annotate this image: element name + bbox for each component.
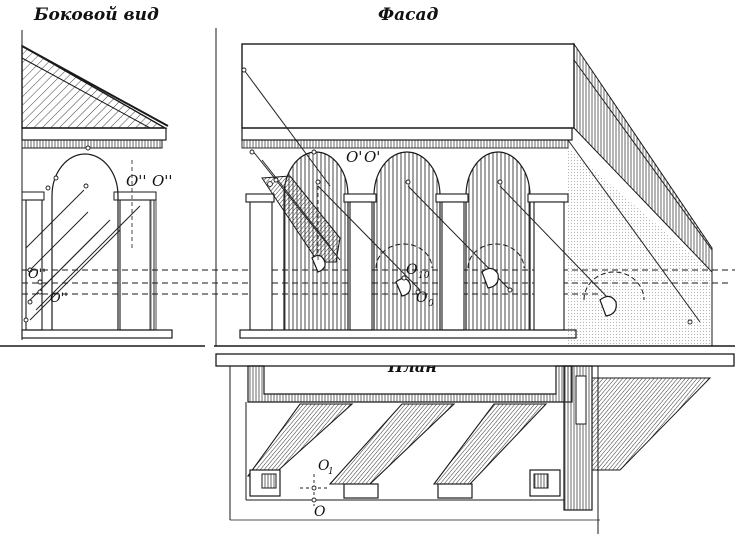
- side-o0-label: O'': [50, 291, 68, 306]
- side-o1-label: O'': [126, 172, 147, 190]
- plan-o-label: O: [314, 504, 326, 520]
- facade: [214, 28, 735, 347]
- plan-view: [215, 353, 735, 534]
- facade-o10-sub: 10: [418, 271, 430, 281]
- side-o-label: O'': [152, 172, 173, 190]
- facade-o10-label: O: [406, 262, 418, 278]
- plan-o1-label: O: [318, 458, 330, 474]
- side-o10-label: O'': [28, 267, 46, 282]
- side-view-title: Боковой вид: [33, 5, 159, 25]
- plan-o1-sub: 1: [328, 467, 334, 477]
- facade-o1-label: O': [346, 148, 362, 166]
- facade-o0-label: O: [416, 290, 428, 306]
- facade-o-label: O': [364, 148, 380, 166]
- facade-o0-sub: 0: [428, 299, 434, 309]
- facade-title: Фасад: [378, 5, 439, 25]
